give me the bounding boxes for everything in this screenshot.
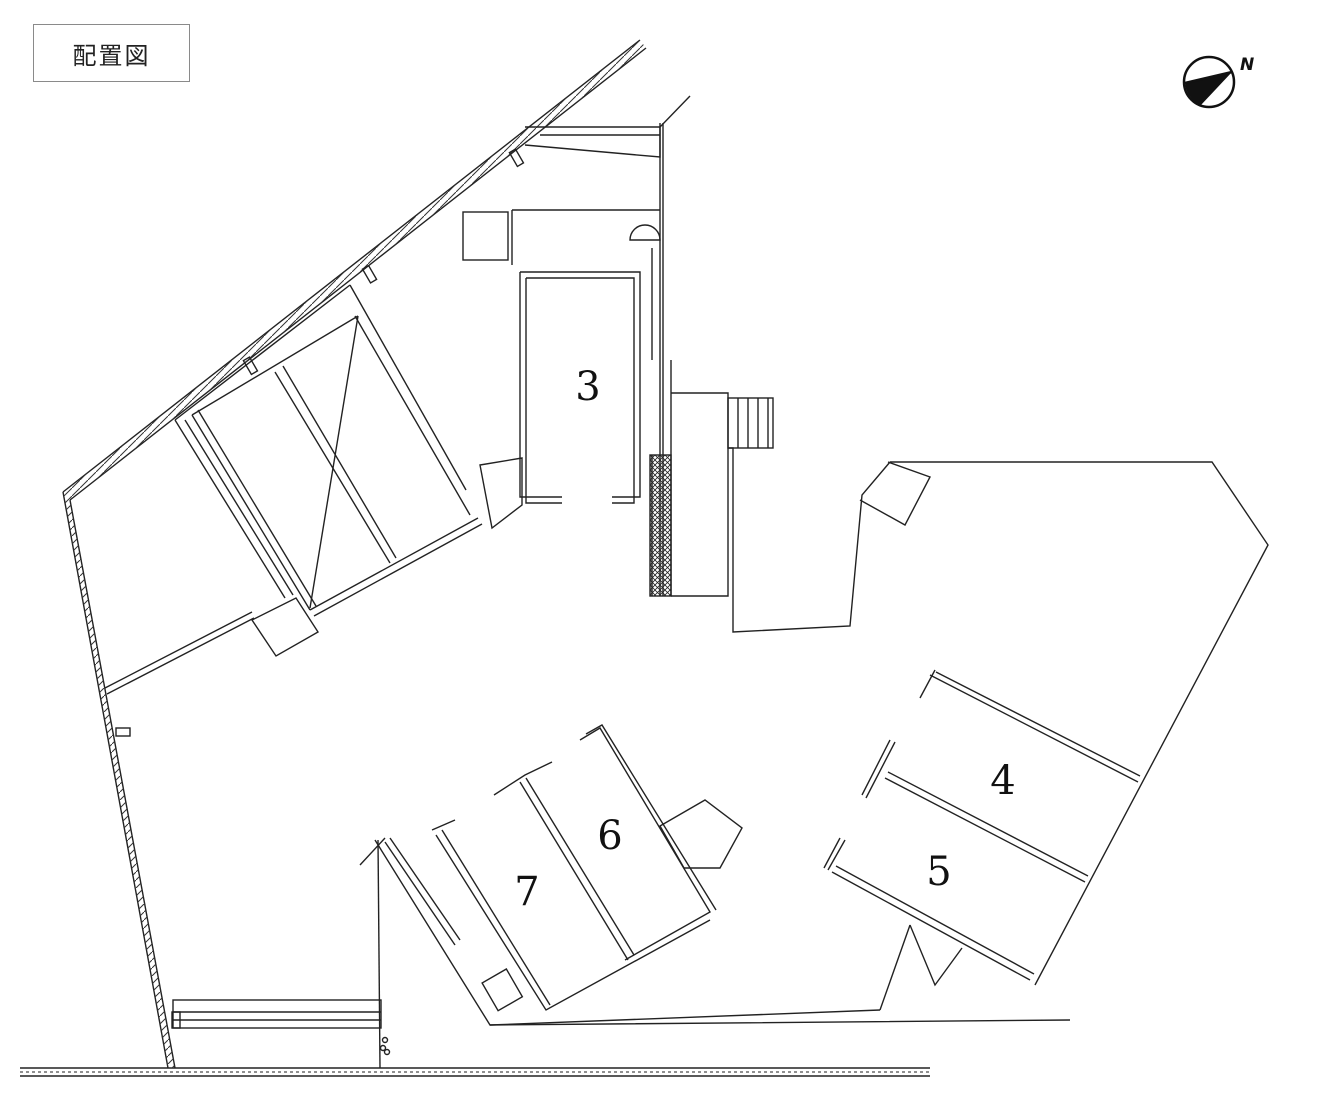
utility-box: [462, 211, 509, 261]
boundary-fence-west: [62, 491, 176, 1069]
space-label-4: 4: [990, 758, 1015, 804]
north-arrow-icon: [1182, 55, 1236, 109]
parking-space-3: [519, 271, 641, 504]
parking-space-7: [384, 819, 711, 1012]
parking-space-6: [493, 724, 743, 961]
boundary-fence-north: [62, 39, 647, 501]
fence-posts: [115, 148, 525, 737]
space-label-7: 7: [514, 869, 539, 915]
stairs: [727, 397, 774, 449]
entrance-step: [479, 457, 523, 530]
west-partition: [104, 611, 255, 695]
door-swing-icon: [629, 224, 661, 241]
street-edge: [20, 1067, 930, 1077]
north-letter: N: [1240, 55, 1254, 75]
space-label-3: 3: [575, 364, 600, 410]
south-boundary: [359, 837, 1071, 1069]
garage-building: [174, 284, 483, 617]
drawing-title: 配置図: [33, 24, 190, 82]
parking-space-4: [861, 669, 1141, 883]
space-label-5: 5: [926, 849, 951, 895]
plant-markers: [379, 1036, 391, 1056]
side-passage: [649, 248, 672, 597]
east-building-outline: [671, 392, 1269, 986]
garage-step: [250, 597, 319, 657]
space-label-6: 6: [597, 813, 622, 859]
bench: [171, 999, 382, 1029]
parking-space-5: [823, 837, 1035, 1011]
